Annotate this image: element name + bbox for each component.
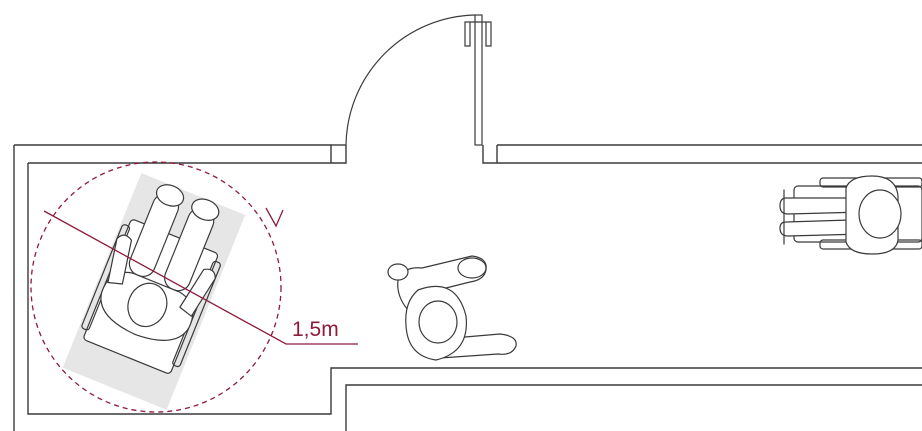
door-jamb-right — [482, 145, 498, 164]
foot-right — [191, 198, 220, 221]
door-handle — [464, 21, 492, 47]
person-head — [418, 300, 458, 344]
walls — [13, 144, 922, 431]
rotation-arrow-icon — [265, 207, 284, 228]
door-leaf — [474, 14, 483, 146]
head — [127, 282, 168, 328]
person-hand-left — [387, 263, 409, 281]
bottom-room-wall — [345, 384, 922, 431]
foot-left — [155, 184, 185, 207]
top-wall-left-outer — [14, 144, 332, 163]
left-wall-inner — [27, 163, 922, 415]
walking-person — [387, 255, 517, 361]
door — [345, 14, 492, 146]
wheelchair-user-corridor — [779, 175, 922, 255]
door-swing-arc — [345, 14, 476, 146]
turning-circle: 1,5m — [30, 161, 358, 413]
turning-circle-outline — [30, 161, 282, 413]
person-hand-upper — [457, 257, 487, 279]
arm-right — [179, 268, 216, 317]
dimension-label: 1,5m — [292, 318, 339, 341]
wheelchair-user-rotating — [81, 184, 221, 374]
arm-left — [107, 234, 133, 285]
user-head-right — [858, 189, 902, 239]
top-wall-left-inner — [28, 145, 347, 164]
diameter-dimension-line — [43, 210, 358, 345]
